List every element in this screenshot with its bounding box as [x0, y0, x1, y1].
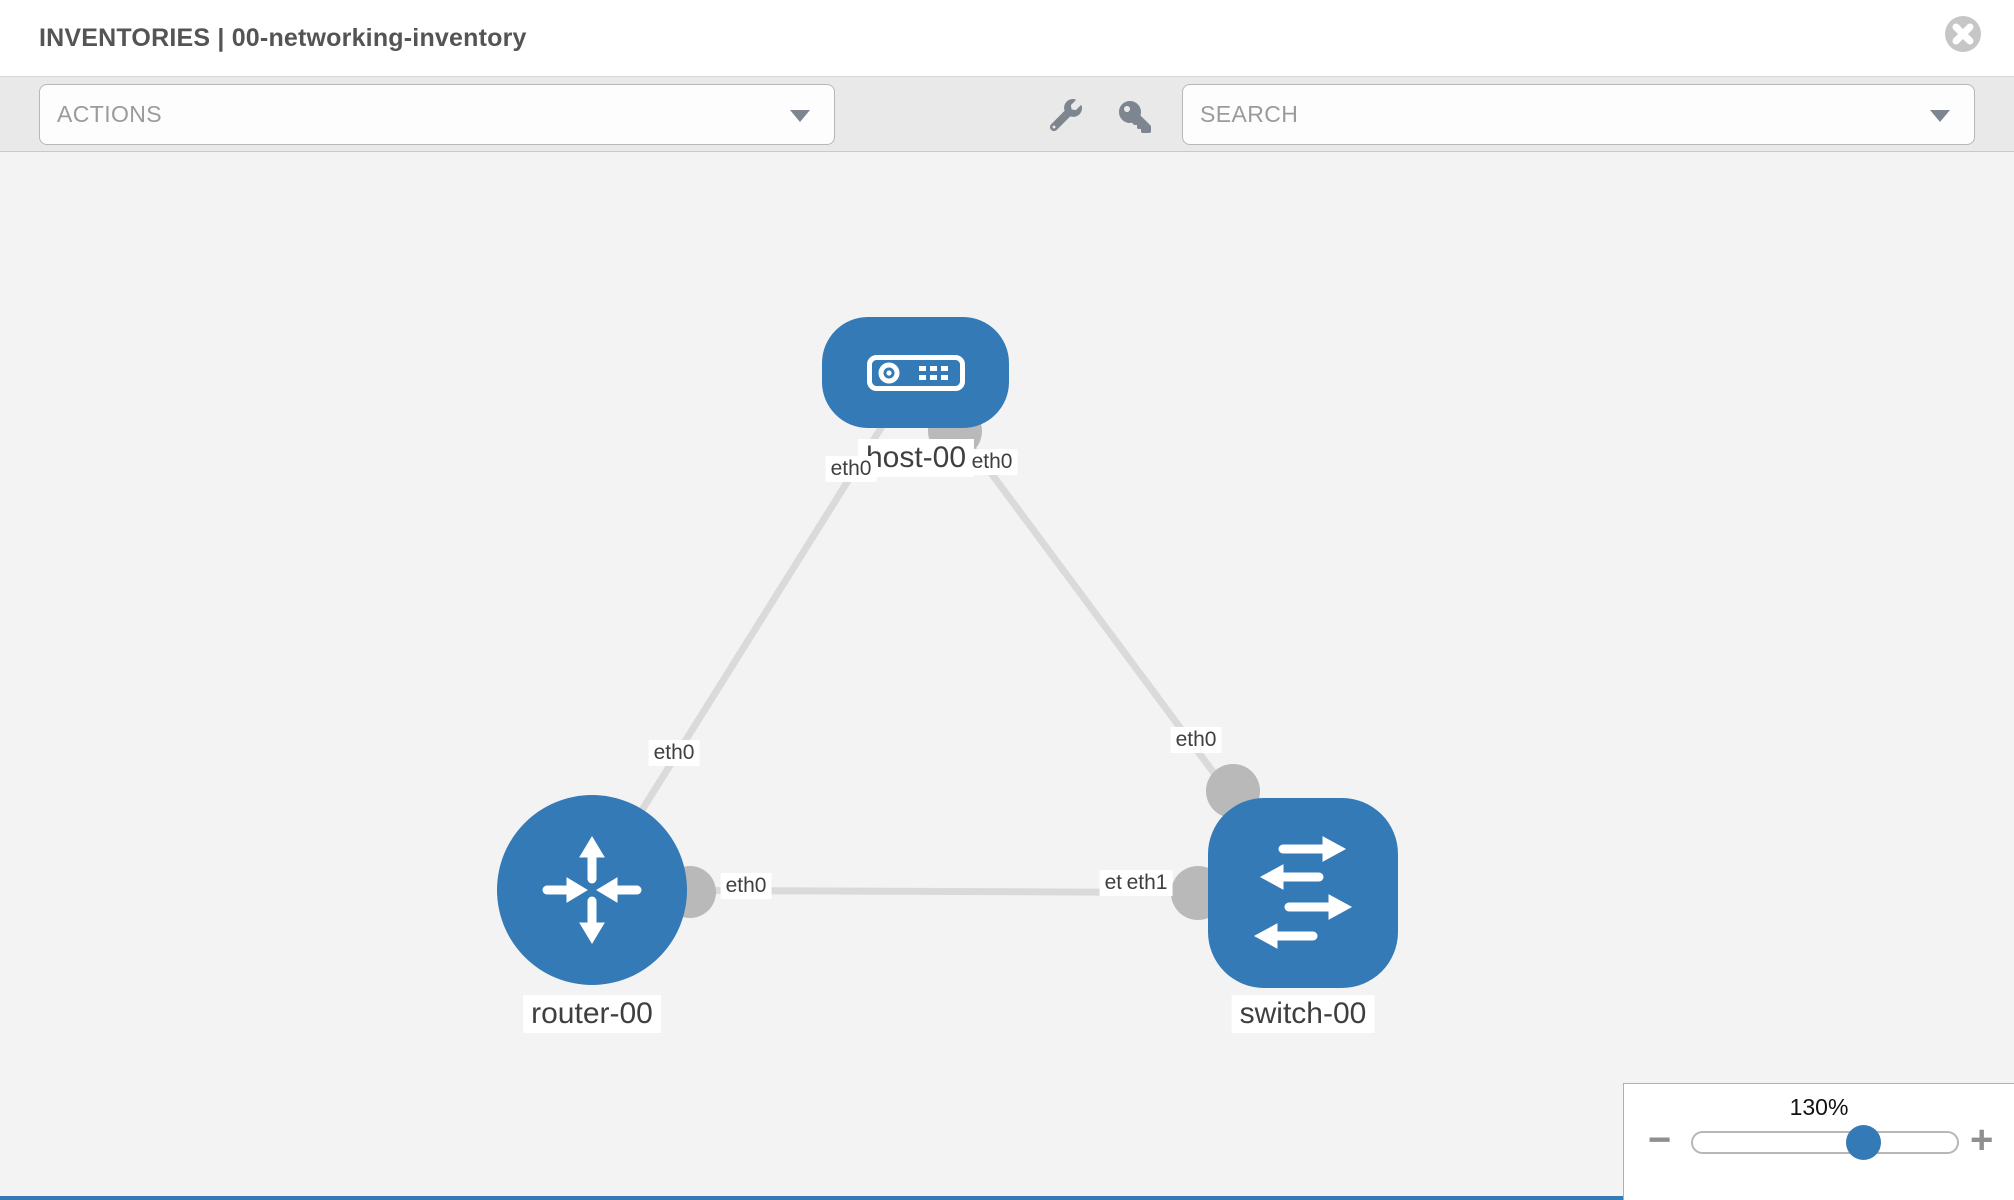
- close-x-glyph: [1952, 23, 1974, 45]
- page-title: INVENTORIES | 00-networking-inventory: [39, 23, 527, 52]
- node-label-switch: switch-00: [1231, 995, 1375, 1033]
- zoom-in-button[interactable]: +: [1970, 1118, 1994, 1162]
- zoom-slider-track[interactable]: [1691, 1125, 1959, 1160]
- header: INVENTORIES | 00-networking-inventory: [0, 0, 2014, 77]
- node-router-00[interactable]: [497, 795, 687, 985]
- configure-button[interactable]: [1050, 99, 1083, 132]
- search-dropdown[interactable]: SEARCH: [1182, 84, 1975, 145]
- node-switch-00[interactable]: [1208, 798, 1398, 988]
- actions-dropdown[interactable]: ACTIONS: [39, 84, 835, 145]
- topology-links-layer: [589, 369, 1306, 920]
- iface-label-switch-eth1: eth1: [1121, 870, 1173, 896]
- iface-label-host-eth0-left: eth0: [825, 456, 877, 482]
- zoom-out-button[interactable]: −: [1648, 1118, 1672, 1162]
- iface-label-router-eth0-up: eth0: [648, 740, 700, 766]
- switch-icon: [1253, 836, 1353, 949]
- chevron-down-icon: [1930, 109, 1950, 122]
- close-circle-icon: [1945, 16, 1981, 52]
- router-icon: [542, 836, 642, 944]
- bottom-accent-bar: [0, 1196, 1623, 1200]
- topology-canvas[interactable]: host-00 router-00 switch-00 eth0 eth0 et…: [0, 152, 2014, 1200]
- node-label-host: host-00: [857, 439, 975, 477]
- iface-label-router-eth0-mid: eth0: [720, 873, 772, 899]
- host-icon: [866, 354, 965, 391]
- node-label-router: router-00: [523, 995, 661, 1033]
- zoom-level-readout: 130%: [1789, 1094, 1849, 1120]
- actions-dropdown-label: ACTIONS: [57, 101, 163, 127]
- close-button[interactable]: [1944, 15, 1982, 53]
- node-host-00[interactable]: [822, 317, 1009, 428]
- toolbar: ACTIONS SEARCH: [0, 77, 2014, 152]
- search-placeholder: SEARCH: [1200, 101, 1299, 127]
- iface-label-host-eth0-right: eth0: [966, 449, 1018, 475]
- chevron-down-icon: [790, 109, 810, 122]
- wrench-icon: [1050, 99, 1083, 132]
- zoom-slider-handle[interactable]: [1846, 1125, 1881, 1160]
- iface-label-switch-eth0-up: eth0: [1170, 727, 1222, 753]
- key-icon: [1119, 101, 1151, 133]
- credentials-button[interactable]: [1119, 101, 1151, 133]
- zoom-panel: 130% − +: [1623, 1083, 2014, 1200]
